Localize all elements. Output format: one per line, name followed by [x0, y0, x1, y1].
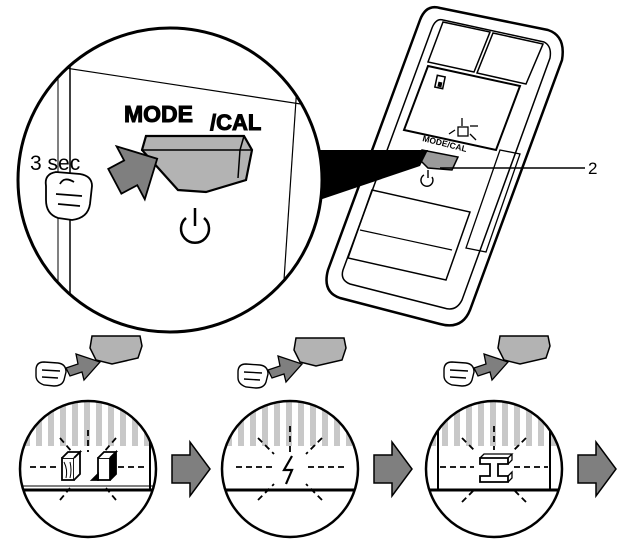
next-arrow-1: [171, 439, 211, 499]
mode-indicator-icon: [448, 118, 478, 141]
next-arrow-2: [373, 439, 413, 499]
device-display: [402, 64, 522, 152]
mini-press-arrow: [65, 353, 102, 382]
steel-beam-icon: [440, 426, 548, 503]
zoom-label-cal: /CAL: [210, 110, 261, 135]
mini-press-arrow: [267, 355, 304, 384]
mini-mode-button: [293, 337, 347, 367]
press-arrow: [107, 144, 159, 202]
callout-number: 2: [588, 159, 597, 178]
zoom-label-mode: MODE: [124, 101, 193, 127]
mini-hand-icon: [443, 361, 475, 387]
sensor-top: [426, 21, 545, 85]
mini-mode-button: [89, 335, 143, 365]
mini-mode-button: [497, 335, 551, 365]
zoom-circle: MODE /CAL 3 sec: [16, 26, 324, 334]
power-icon: [179, 208, 211, 244]
hand-icon: [44, 171, 93, 221]
step-1: [18, 335, 158, 539]
stud-detector-device: MODE/CAL 2: [325, 6, 597, 327]
mini-press-arrow: [473, 353, 510, 382]
mini-hand-icon: [35, 361, 67, 387]
step-3: [424, 335, 564, 539]
mini-hand-icon: [237, 363, 269, 389]
wood-and-metal-icon: [30, 430, 146, 501]
step-2: [220, 337, 360, 539]
duration-label: 3 sec: [30, 152, 80, 175]
device-power-icon: [420, 170, 434, 187]
next-arrow-3: [577, 439, 617, 499]
live-wire-icon: [236, 426, 344, 501]
